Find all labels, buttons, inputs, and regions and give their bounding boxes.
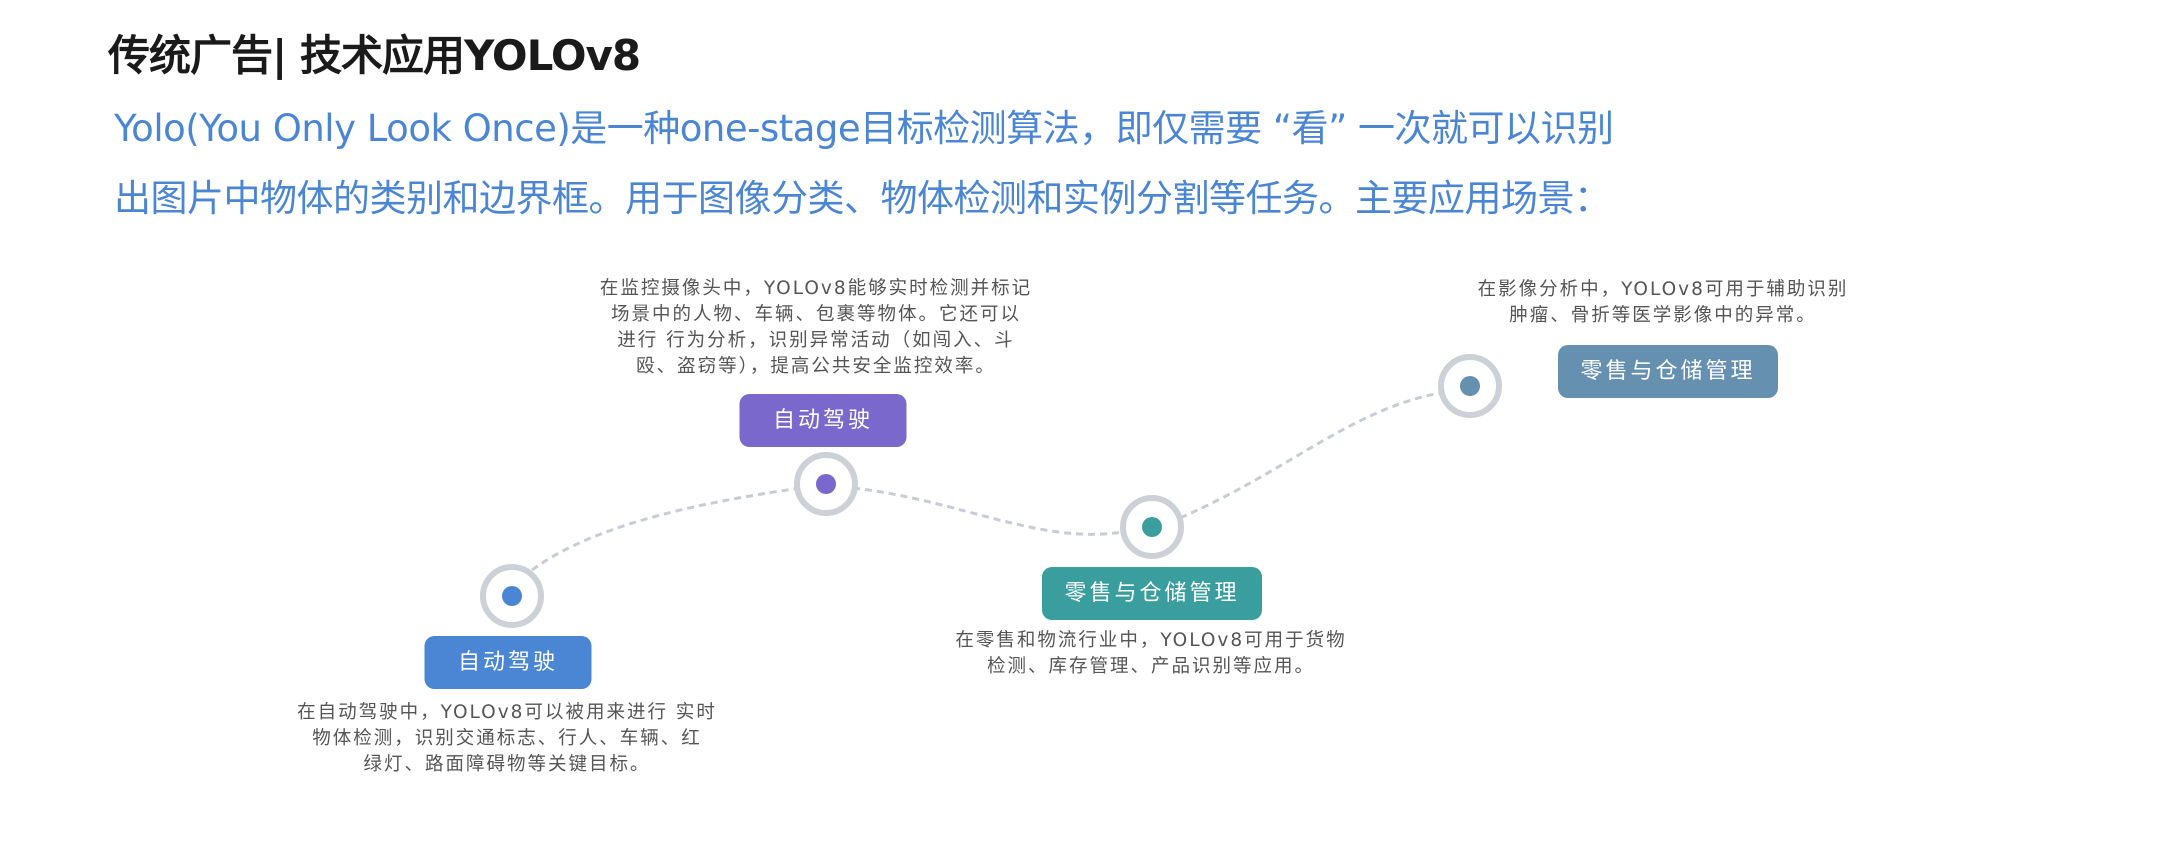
desc-line: 场景中的人物、车辆、包裹等物体。它还可以 bbox=[610, 304, 1021, 325]
node-dot bbox=[816, 474, 836, 494]
desc-line: 在自动驾驶中，YOLOv8可以被用来进行 实时 bbox=[297, 702, 717, 723]
desc-line: 绿灯、路面障碍物等关键目标。 bbox=[363, 754, 651, 775]
desc-line: 进行 行为分析，识别异常活动（如闯入、斗 bbox=[617, 330, 1015, 351]
desc-surveillance: 在监控摄像头中，YOLOv8能够实时检测并标记 场景中的人物、车辆、包裹等物体。… bbox=[600, 276, 1032, 380]
desc-retail-warehouse: 在零售和物流行业中，YOLOv8可用于货物 检测、库存管理、产品识别等应用。 bbox=[955, 628, 1346, 680]
desc-autonomous-driving: 在自动驾驶中，YOLOv8可以被用来进行 实时 物体检测，识别交通标志、行人、车… bbox=[297, 700, 717, 778]
node-dot bbox=[1142, 517, 1162, 537]
timeline-node-1 bbox=[480, 564, 544, 628]
intro-line-2: 出图片中物体的类别和边界框。用于图像分类、物体检测和实例分割等任务。主要应用场景… bbox=[114, 177, 1611, 220]
desc-line: 肿瘤、骨折等医学影像中的异常。 bbox=[1509, 305, 1817, 326]
page-title: 传统广告| 技术应用YOLOv8 bbox=[108, 31, 641, 80]
timeline-node-2 bbox=[794, 452, 858, 516]
intro-line-1: Yolo(You Only Look Once)是一种one-stage目标检测… bbox=[114, 107, 1614, 150]
desc-line: 在监控摄像头中，YOLOv8能够实时检测并标记 bbox=[599, 278, 1033, 299]
tag-surveillance: 自动驾驶 bbox=[739, 394, 907, 447]
tag-medical-imaging: 零售与仓储管理 bbox=[1558, 345, 1778, 398]
timeline-node-3 bbox=[1120, 495, 1184, 559]
desc-medical-imaging: 在影像分析中，YOLOv8可用于辅助识别 肿瘤、骨折等医学影像中的异常。 bbox=[1478, 277, 1849, 329]
node-dot bbox=[1460, 376, 1480, 396]
desc-line: 物体检测，识别交通标志、行人、车辆、红 bbox=[312, 728, 702, 749]
desc-line: 殴、盗窃等），提高公共安全监控效率。 bbox=[636, 356, 996, 377]
tag-autonomous-driving: 自动驾驶 bbox=[424, 636, 592, 689]
desc-line: 检测、库存管理、产品识别等应用。 bbox=[986, 656, 1315, 677]
node-dot bbox=[502, 586, 522, 606]
tag-retail-warehouse: 零售与仓储管理 bbox=[1042, 567, 1262, 620]
desc-line: 在影像分析中，YOLOv8可用于辅助识别 bbox=[1477, 279, 1849, 300]
timeline-node-4 bbox=[1438, 354, 1502, 418]
desc-line: 在零售和物流行业中，YOLOv8可用于货物 bbox=[955, 630, 1347, 651]
